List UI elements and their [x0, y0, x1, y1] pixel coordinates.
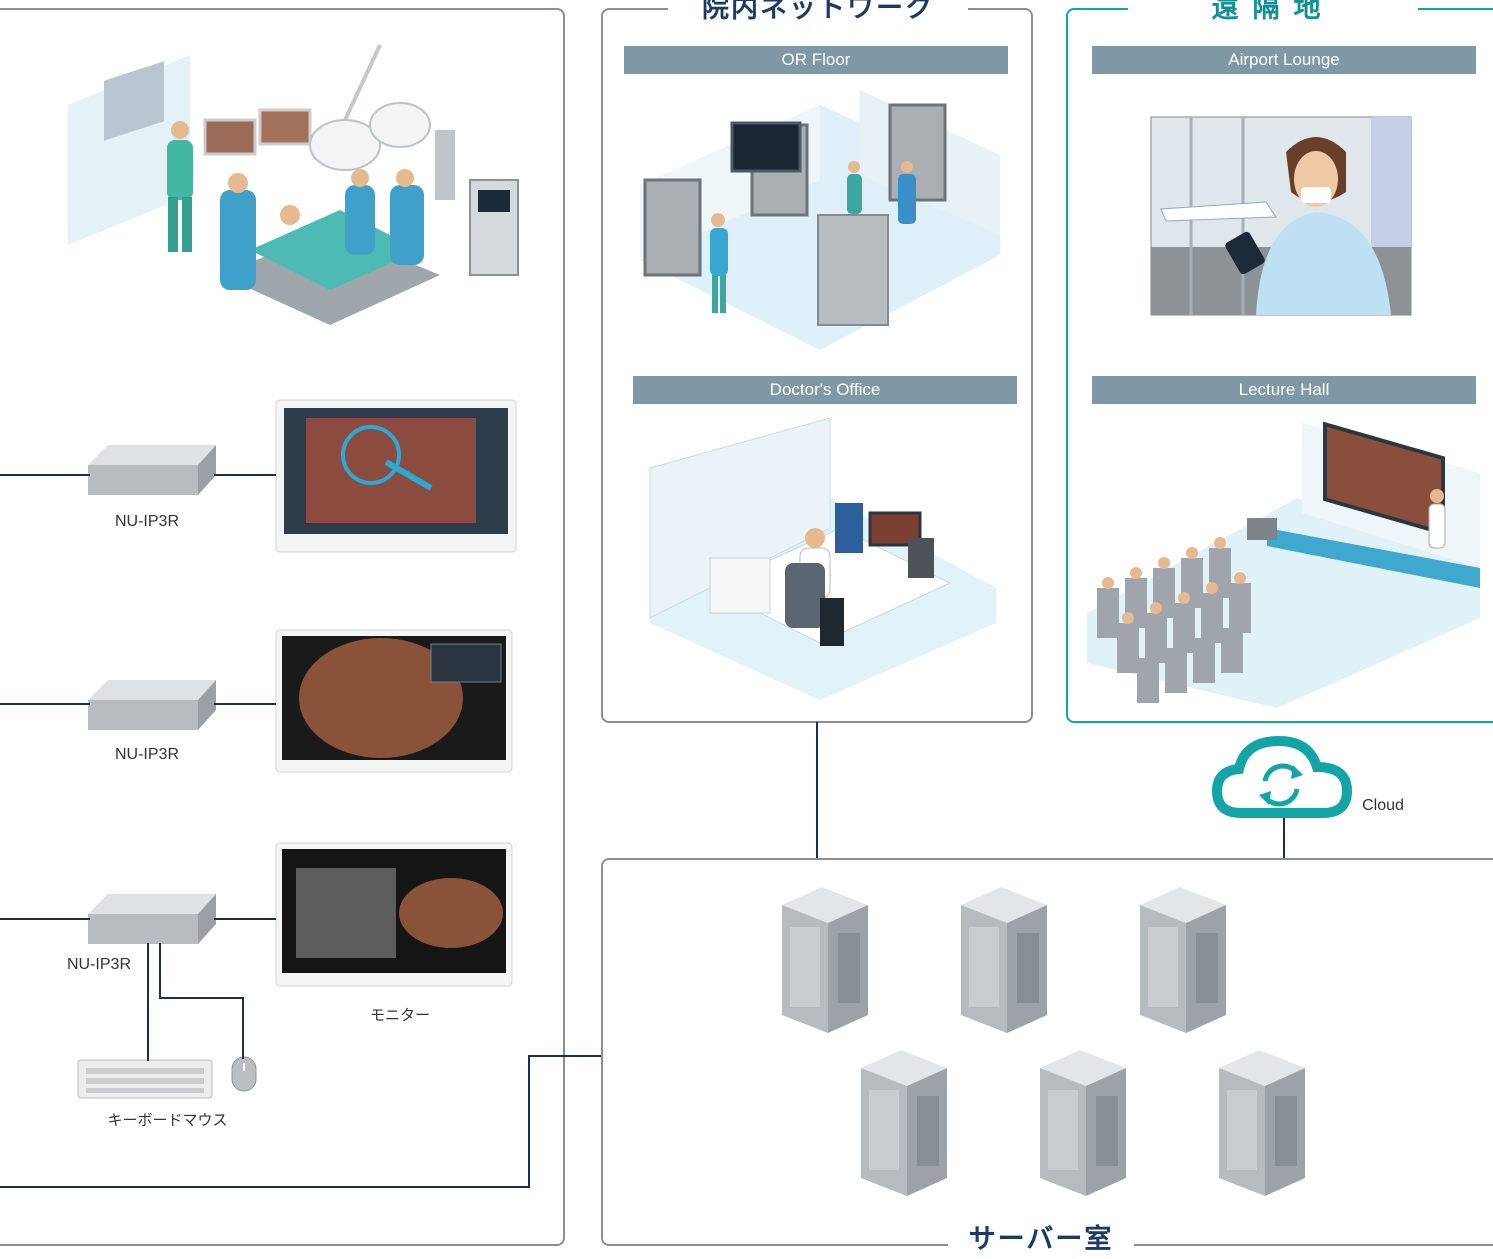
encoder-box-1-icon — [88, 445, 216, 495]
monitor-1-icon — [275, 399, 517, 553]
connector-line — [816, 722, 818, 859]
server-room-title: サーバー室 — [948, 1223, 1134, 1259]
connector-line — [147, 943, 149, 1061]
connector-line — [214, 918, 276, 920]
encoder-box-2-icon — [88, 680, 216, 730]
lecture-hall-illustration — [1087, 421, 1480, 708]
device-label: NU-IP3R — [66, 956, 131, 973]
connector-line — [0, 918, 90, 920]
section-label-airport-lounge: Airport Lounge — [1092, 46, 1476, 74]
cloud-icon — [1211, 735, 1353, 818]
hospital-network-title: 院内ネットワーク — [668, 0, 968, 28]
server-rack-icon — [861, 1050, 947, 1196]
section-label-doctors-office: Doctor's Office — [633, 376, 1017, 404]
server-rack-icon — [1140, 887, 1226, 1033]
doctors-office-illustration — [649, 417, 996, 700]
monitor-3-icon — [275, 842, 513, 987]
mouse-icon — [231, 1056, 257, 1092]
connector-line — [159, 943, 161, 998]
monitor-2-icon — [275, 629, 513, 773]
server-rack-icon — [961, 887, 1047, 1033]
operating-room-illustration — [68, 44, 519, 325]
device-label: NU-IP3R — [114, 746, 179, 763]
or-floor-illustration — [640, 90, 1000, 350]
cloud-label: Cloud — [1362, 797, 1404, 814]
device-label: NU-IP3R — [114, 513, 179, 530]
connector-line — [0, 474, 90, 476]
monitor-label: モニター — [369, 1006, 430, 1024]
connector-line — [528, 1055, 602, 1057]
connector-line — [0, 703, 90, 705]
operating-room-panel — [0, 8, 565, 1246]
keyboard-mouse-label: キーボードマウス — [107, 1111, 228, 1129]
keyboard-icon — [77, 1059, 213, 1099]
server-rack-icon — [782, 887, 868, 1033]
airport-lounge-illustration — [1150, 116, 1412, 316]
section-label-lecture-hall: Lecture Hall — [1092, 376, 1476, 404]
section-label-or-floor: OR Floor — [624, 46, 1008, 74]
connector-line — [159, 997, 243, 999]
connector-line — [1283, 818, 1285, 859]
server-rack-icon — [1040, 1050, 1126, 1196]
server-rack-icon — [1219, 1050, 1305, 1196]
connector-line — [214, 703, 276, 705]
remote-title: 遠隔地 — [1128, 0, 1418, 28]
connector-line — [242, 997, 244, 1059]
connector-line — [528, 1055, 530, 1188]
connector-line — [0, 1186, 530, 1188]
connector-line — [214, 474, 276, 476]
encoder-box-3-icon — [88, 894, 216, 944]
